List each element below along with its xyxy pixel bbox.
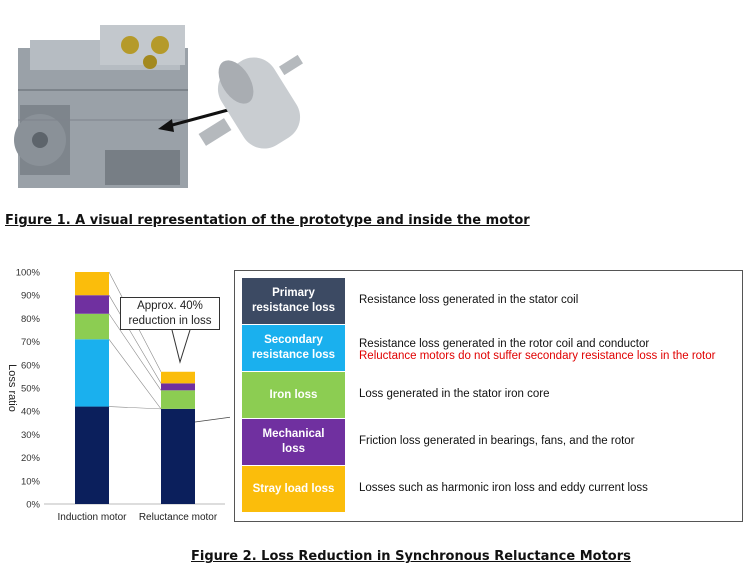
y-tick-label: 30% bbox=[21, 430, 41, 441]
bar-segment bbox=[161, 371, 195, 384]
bar-segment bbox=[161, 390, 195, 409]
y-tick-label: 10% bbox=[21, 476, 41, 487]
legend-note: Reluctance motors do not suffer secondar… bbox=[359, 350, 716, 362]
connector-line bbox=[108, 406, 162, 410]
legend-pointer bbox=[194, 416, 230, 423]
connector-line bbox=[108, 295, 162, 384]
legend-swatch: Mechanical loss bbox=[242, 419, 345, 465]
legend-description-text: Loss generated in the stator iron core bbox=[359, 388, 550, 400]
legend-swatch: Primary resistance loss bbox=[242, 278, 345, 324]
figure1-caption: Figure 1. A visual representation of the… bbox=[5, 213, 530, 228]
bar-segment bbox=[75, 339, 109, 407]
y-tick-label: 0% bbox=[26, 500, 40, 511]
legend-description-text: Losses such as harmonic iron loss and ed… bbox=[359, 482, 648, 494]
loss-ratio-chart: 0% 10% 20% 30% 40% 50% 60% 70% 80% 90% 100% Loss ra… bbox=[6, 268, 230, 523]
bar-segment bbox=[75, 406, 109, 504]
legend-description-text: Friction loss generated in bearings, fan… bbox=[359, 435, 635, 447]
legend-description-text: Resistance loss generated in the stator … bbox=[359, 294, 579, 306]
bar-segment bbox=[161, 408, 195, 504]
bar-segment bbox=[75, 272, 109, 296]
y-tick-label: 80% bbox=[21, 314, 41, 325]
y-tick-label: 40% bbox=[21, 407, 41, 418]
legend-swatch: Iron loss bbox=[242, 372, 345, 418]
x-category-label: Reluctance motor bbox=[139, 512, 218, 523]
bar-segment bbox=[75, 313, 109, 340]
legend-description: Resistance loss generated in the stator … bbox=[359, 294, 578, 306]
legend-swatch: Secondary resistance loss bbox=[242, 325, 345, 371]
figure2-caption: Figure 2. Loss Reduction in Synchronous … bbox=[191, 549, 631, 564]
connector-line bbox=[108, 313, 162, 391]
reduction-callout: Approx. 40% reduction in loss bbox=[120, 297, 220, 330]
y-tick-label: 50% bbox=[21, 384, 41, 395]
x-category-label: Induction motor bbox=[58, 512, 128, 523]
y-tick-label: 100% bbox=[16, 268, 41, 279]
bar-segment bbox=[161, 383, 195, 391]
legend-description: Friction loss generated in bearings, fan… bbox=[359, 435, 635, 447]
motor-photo bbox=[14, 25, 303, 188]
y-tick-label: 90% bbox=[21, 291, 41, 302]
callout-pointer bbox=[171, 329, 191, 364]
legend-description: Resistance loss generated in the rotor c… bbox=[359, 338, 715, 362]
y-axis-label: Loss ratio bbox=[6, 364, 18, 412]
bar-segment bbox=[75, 295, 109, 314]
legend-description: Losses such as harmonic iron loss and ed… bbox=[359, 482, 648, 494]
y-tick-label: 70% bbox=[21, 337, 41, 348]
y-tick-label: 20% bbox=[21, 453, 41, 464]
legend-description: Loss generated in the stator iron core bbox=[359, 388, 550, 400]
legend-description-text: Resistance loss generated in the rotor c… bbox=[359, 338, 650, 350]
legend-swatch: Stray load loss bbox=[242, 466, 345, 512]
y-tick-label: 60% bbox=[21, 360, 41, 371]
connector-line bbox=[108, 339, 162, 410]
